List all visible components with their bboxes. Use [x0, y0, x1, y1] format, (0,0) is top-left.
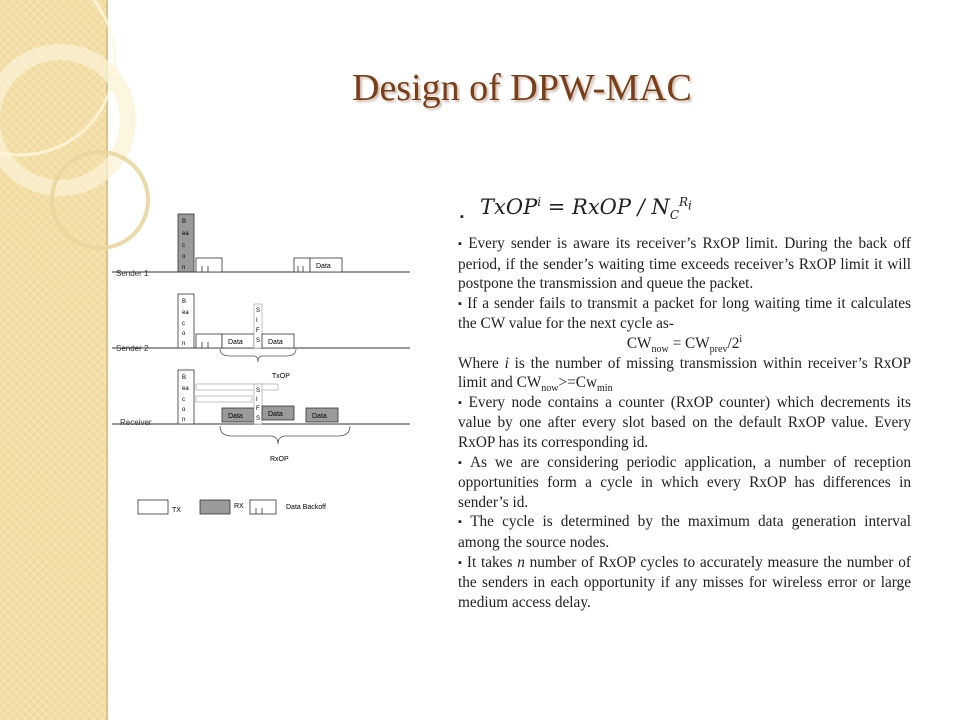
- paragraph-periodic: ▪As we are considering periodic applicat…: [458, 453, 911, 511]
- svg-text:I: I: [256, 397, 258, 403]
- svg-text:c: c: [182, 321, 185, 327]
- svg-text:B: B: [182, 219, 186, 225]
- bullet-icon: ▪: [458, 396, 465, 409]
- left-strip-edge: [106, 0, 108, 720]
- slide-content: ▪ TxOPi = RxOP / NCRi ▪Every sender is a…: [458, 196, 911, 612]
- sifs-box: [253, 303, 263, 349]
- sifs-box: [253, 383, 263, 425]
- bullet-icon: ▪: [458, 238, 465, 250]
- bullet-icon: ▪: [458, 556, 463, 569]
- bullet-icon: ▪: [460, 211, 464, 223]
- svg-text:F: F: [256, 328, 260, 334]
- svg-text:n: n: [182, 417, 185, 423]
- formula-line: ▪ TxOPi = RxOP / NCRi: [458, 196, 911, 234]
- svg-text:S: S: [256, 416, 260, 422]
- legend-data-backoff: Data Backoff: [286, 504, 326, 511]
- bullet-icon: ▪: [458, 516, 467, 529]
- beacon-sender2: B ea c o n: [177, 293, 195, 349]
- svg-text:c: c: [182, 397, 185, 403]
- svg-text:I: I: [256, 318, 258, 324]
- svg-text:F: F: [256, 406, 260, 412]
- svg-text:o: o: [182, 331, 186, 337]
- svg-text:S: S: [256, 308, 260, 314]
- svg-text:Data: Data: [268, 339, 283, 346]
- svg-text:o: o: [182, 254, 186, 260]
- data-box: [261, 333, 295, 349]
- svg-text:S: S: [256, 388, 260, 394]
- svg-text:B: B: [182, 375, 186, 381]
- rx-data-box: [305, 407, 339, 423]
- receiver-label: Receiver: [120, 418, 152, 427]
- svg-text:n: n: [182, 265, 185, 271]
- paragraph-where: Where i is the number of missing transmi…: [458, 354, 911, 395]
- rxop-label: RxOP: [270, 456, 289, 463]
- svg-text:ea: ea: [182, 231, 189, 237]
- bullet-icon: ▪: [458, 297, 464, 310]
- slide-title: Design of DPW-MAC: [352, 67, 692, 109]
- svg-text:B: B: [182, 299, 186, 305]
- svg-text:Data: Data: [228, 413, 243, 420]
- svg-text:ea: ea: [182, 386, 189, 392]
- svg-text:o: o: [182, 407, 186, 413]
- decorative-circles: [0, 0, 150, 250]
- svg-text:c: c: [182, 243, 185, 249]
- txop-formula: TxOPi = RxOP / NCRi: [480, 195, 692, 223]
- svg-text:ea: ea: [182, 310, 189, 316]
- svg-text:n: n: [182, 341, 185, 347]
- paragraph-receiver-limit: ▪Every sender is aware its receiver’s Rx…: [458, 235, 911, 293]
- bullet-icon: ▪: [458, 456, 466, 469]
- paragraph-cycle: ▪The cycle is determined by the maximum …: [458, 513, 911, 551]
- legend-rx: RX: [234, 503, 244, 510]
- paragraph-cycles-n: ▪It takes n number of RxOP cycles to acc…: [458, 553, 911, 611]
- svg-text:Data: Data: [228, 339, 243, 346]
- beacon-receiver: B ea c o n: [177, 369, 195, 425]
- timing-diagram: Sender 1 B ea c o n Data Sender 2 B ea c…: [112, 213, 410, 515]
- svg-text:Data: Data: [312, 413, 327, 420]
- beacon-sender1: B ea c o n: [177, 213, 195, 273]
- backoff-box: [195, 257, 223, 273]
- sender1-label: Sender 1: [116, 269, 149, 278]
- paragraph-rxop-counter: ▪Every node contains a counter (RxOP cou…: [458, 393, 911, 451]
- txop-label: TxOP: [272, 373, 290, 380]
- data-label: Data: [316, 263, 331, 270]
- backoff-box: [195, 333, 223, 349]
- left-decorative-strip: [0, 0, 106, 720]
- svg-text:Data: Data: [268, 411, 283, 418]
- backoff-box: [293, 257, 311, 273]
- paragraph-cw-calc: ▪If a sender fails to transmit a packet …: [458, 294, 911, 333]
- legend-tx: TX: [172, 507, 181, 514]
- rx-data-box: [261, 405, 295, 421]
- data-box: [309, 257, 343, 273]
- svg-text:S: S: [256, 338, 260, 344]
- cw-equation: CWnow = CWprev/2i: [626, 333, 743, 356]
